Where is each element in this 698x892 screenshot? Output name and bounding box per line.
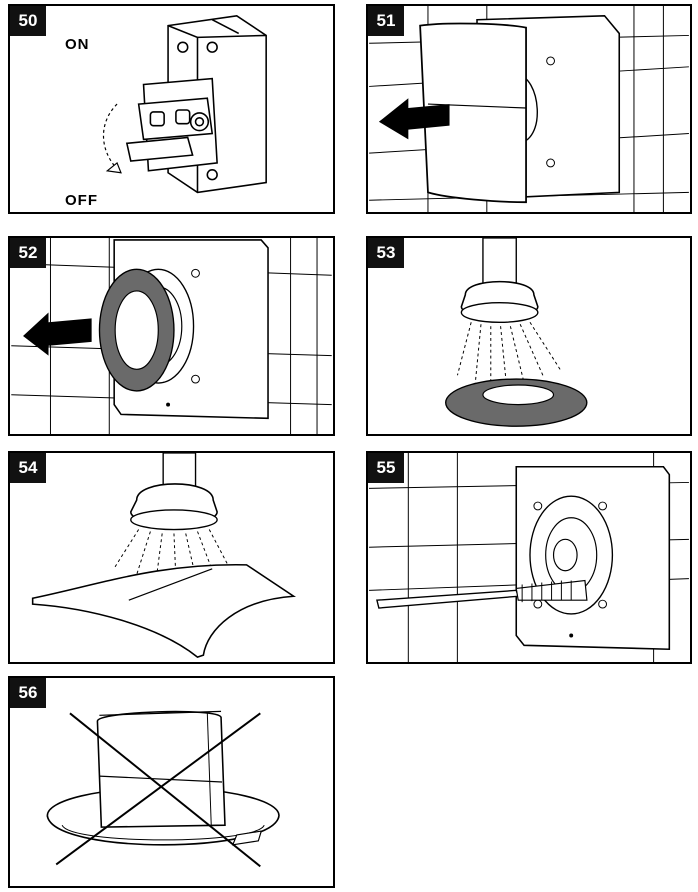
do-not-immerse-illustration bbox=[46, 710, 280, 868]
on-label: ON bbox=[65, 36, 90, 53]
remove-filter-illustration bbox=[11, 238, 332, 434]
step-number-badge: 50 bbox=[10, 6, 46, 36]
step-56-panel: 56 bbox=[8, 676, 335, 888]
step-54-panel: 54 bbox=[8, 451, 335, 664]
step-number-badge: 54 bbox=[10, 453, 46, 483]
wash-cover-illustration bbox=[31, 453, 297, 658]
clean-duct-illustration bbox=[369, 453, 689, 662]
step-50-panel: 50 ON OFF bbox=[8, 4, 335, 214]
off-label: OFF bbox=[65, 192, 98, 209]
step-55-panel: 55 bbox=[366, 451, 692, 664]
step-number-badge: 56 bbox=[10, 678, 46, 708]
step-52-panel: 52 bbox=[8, 236, 335, 436]
remove-cover-illustration bbox=[369, 6, 689, 212]
wash-filter-illustration bbox=[445, 238, 588, 427]
circuit-breaker-illustration bbox=[102, 14, 267, 194]
step-number-badge: 55 bbox=[368, 453, 404, 483]
step-53-panel: 53 bbox=[366, 236, 692, 436]
step-number-badge: 52 bbox=[10, 238, 46, 268]
step-number-badge: 53 bbox=[368, 238, 404, 268]
step-number-badge: 51 bbox=[368, 6, 404, 36]
step-51-panel: 51 bbox=[366, 4, 692, 214]
